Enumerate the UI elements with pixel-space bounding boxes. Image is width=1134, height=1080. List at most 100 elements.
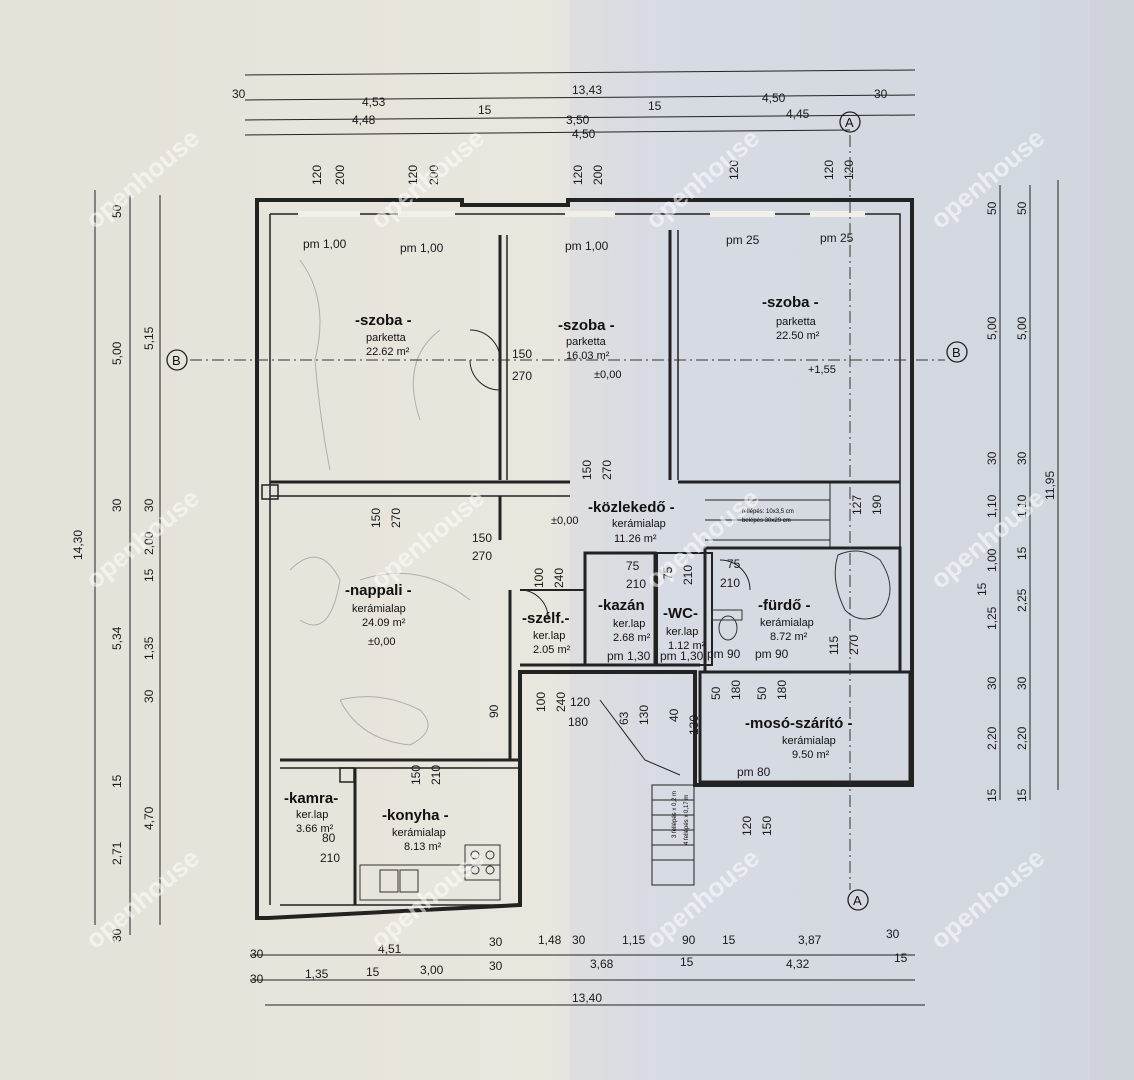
dim-text: 130 — [637, 705, 651, 725]
dim-text: 4,70 — [142, 806, 156, 830]
room-name: -szoba - — [762, 294, 819, 311]
dim-text: 100 — [532, 568, 546, 588]
room-floor: parketta — [566, 336, 607, 348]
level-marks: ±0,00 +1,55 ±0,00 ±0,00 — [368, 364, 836, 648]
dim-total-top: 13,43 — [572, 83, 602, 97]
dim-text: 240 — [552, 568, 566, 588]
dim-text: 15 — [680, 955, 694, 969]
dim-text: 15 — [1015, 788, 1029, 802]
room-name: -szoba - — [355, 312, 412, 329]
dim-text: 4,32 — [786, 957, 810, 971]
dim-total-bottom: 13,40 — [572, 991, 602, 1005]
room-area: 1.12 m² — [668, 640, 706, 652]
bathroom-fixtures — [711, 550, 891, 641]
dim-text: 50 — [110, 204, 124, 218]
level-label: ±0,00 — [594, 369, 621, 381]
dim-text: 180 — [775, 680, 789, 700]
dim-text: 80 — [322, 831, 336, 845]
dim-text: 1,15 — [622, 933, 646, 947]
room-floor: ker.lap — [533, 630, 565, 642]
room-area: 2.68 m² — [613, 632, 651, 644]
stair-note: 3 fellépés x 0,2 m — [672, 791, 678, 838]
dim-text: 150 — [369, 508, 383, 528]
dim-text: 150 — [512, 347, 532, 361]
room-area: 11.26 m² — [614, 533, 657, 545]
dim-text: 2,20 — [985, 726, 999, 750]
bottom-dimensions: 30 4,51 30 1,48 30 1,15 90 15 3,87 30 30… — [250, 927, 908, 1005]
room-szoba-2: -szoba - parketta 16.03 m² — [558, 317, 615, 362]
dim-text: 2,25 — [1015, 588, 1029, 612]
room-floor: parketta — [776, 316, 817, 328]
dim-text: 190 — [870, 495, 884, 515]
dim-text: 15 — [975, 582, 989, 596]
dimension-lines — [94, 69, 1059, 1006]
room-name: -nappali - — [345, 582, 412, 599]
dim-text: 4,48 — [352, 113, 376, 127]
room-name: -WC- — [663, 605, 698, 622]
dim-text: 30 — [110, 498, 124, 512]
dim-text: 75 — [661, 566, 675, 580]
dim-text: 5,00 — [110, 341, 124, 365]
dim-text: 30 — [142, 689, 156, 703]
room-name: -kamra- — [284, 790, 338, 807]
level-label: ±0,00 — [368, 636, 395, 648]
room-name: -kazán — [598, 597, 645, 614]
stair-note: 4 fellépés x 0,17 m — [684, 795, 690, 845]
kitchen-fixtures — [359, 844, 501, 901]
room-szoba-3: -szoba - parketta 22.50 m² — [762, 294, 820, 342]
room-floor: ker.lap — [296, 809, 328, 821]
room-labels: -szoba - parketta 22.62 m² -szoba - park… — [284, 294, 853, 853]
dim-text: 270 — [847, 635, 861, 655]
openhouse-watermark: openhouse — [365, 842, 491, 954]
dim-text: 120 — [822, 160, 836, 180]
dim-text: 115 — [827, 636, 841, 655]
axis-label-b-right: B — [952, 345, 961, 360]
dim-text: 3,87 — [798, 933, 822, 947]
openhouse-watermark: openhouse — [80, 842, 206, 954]
dim-text: 15 — [894, 951, 908, 965]
dim-text: 270 — [512, 369, 532, 383]
dim-text: 15 — [1015, 546, 1029, 560]
dim-text: 30 — [1015, 451, 1029, 465]
dim-text: 30 — [489, 959, 503, 973]
room-konyha: -konyha - kerámialap 8.13 m² — [382, 807, 449, 853]
dim-total-right: 11,95 — [1043, 471, 1057, 500]
dim-text: 180 — [568, 715, 588, 729]
room-floor: kerámialap — [782, 735, 836, 747]
dim-text: 120 — [740, 816, 754, 836]
dim-text: 15 — [142, 568, 156, 582]
dim-text: 4,53 — [362, 95, 386, 109]
dim-text: 90 — [487, 704, 501, 718]
dim-text: 270 — [389, 508, 403, 528]
dim-text: 75 — [727, 557, 741, 571]
dim-text: 15 — [648, 99, 662, 113]
dim-text: 3,68 — [590, 957, 614, 971]
window-label: pm 25 — [820, 231, 854, 245]
room-name: -szélf.- — [522, 610, 570, 627]
dim-text: 30 — [489, 935, 503, 949]
room-floor: ker.lap — [613, 618, 645, 630]
dim-text: 150 — [409, 765, 423, 785]
dim-text: 75 — [626, 559, 640, 573]
room-area: 22.50 m² — [776, 330, 820, 342]
dim-text: 90 — [682, 933, 696, 947]
dim-text: 210 — [429, 765, 443, 785]
axis-markers: A A B B — [166, 111, 968, 911]
room-floor: parketta — [366, 332, 407, 344]
room-name: -szoba - — [558, 317, 615, 334]
dim-text: 180 — [729, 680, 743, 700]
dim-text: 210 — [681, 565, 695, 585]
dim-text: 30 — [1015, 676, 1029, 690]
dim-text: 15 — [478, 103, 492, 117]
dim-text: 150 — [580, 460, 594, 480]
dim-text: 120 — [570, 695, 590, 709]
top-dimensions: 13,43 30 4,53 15 3,50 15 4,50 30 4,48 4,… — [232, 83, 888, 141]
dim-text: 1,10 — [985, 494, 999, 518]
dim-text: 100 — [534, 692, 548, 712]
dim-text: 120 — [842, 160, 856, 180]
dim-text: 30 — [874, 87, 888, 101]
room-floor: kerámialap — [392, 827, 446, 839]
room-floor: kerámialap — [760, 617, 814, 629]
dim-text: 240 — [554, 692, 568, 712]
room-szelfogo: -szélf.- ker.lap 2.05 m² — [522, 610, 571, 656]
